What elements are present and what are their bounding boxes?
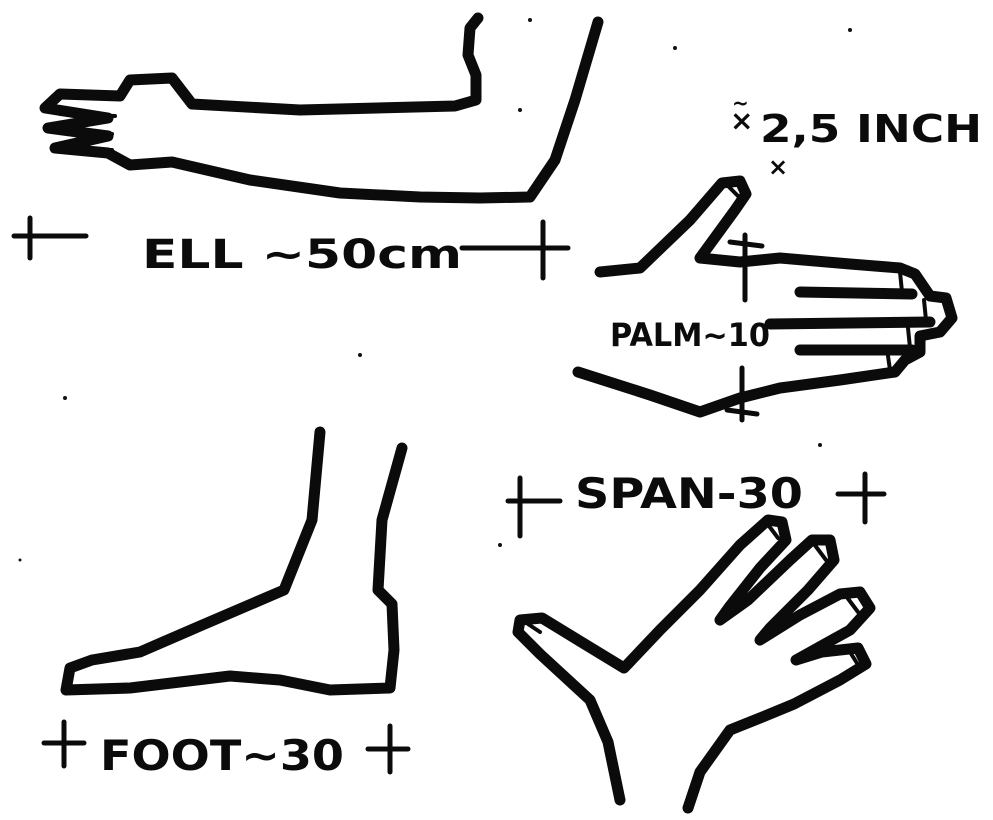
inch-label: 2,5 INCH [760,107,982,151]
span-measure: SPAN-30 [508,469,884,536]
svg-text:×: × [768,153,788,181]
span-label: SPAN-30 [575,469,803,518]
foot-label: FOOT~30 [100,731,344,780]
ell-label: ELL ~50cm [142,232,462,278]
foot-drawing [66,432,402,690]
hand-palm-drawing [578,181,952,412]
ell-measure: ELL ~50cm [14,218,568,278]
svg-text:~: ~ [732,91,749,115]
inch-marker: × × ~ 2,5 INCH [730,91,982,181]
foot-measure: FOOT~30 [44,722,408,780]
palm-label: PALM~10 [610,316,770,354]
forearm-drawing [45,18,598,198]
hand-span-drawing [518,520,870,808]
